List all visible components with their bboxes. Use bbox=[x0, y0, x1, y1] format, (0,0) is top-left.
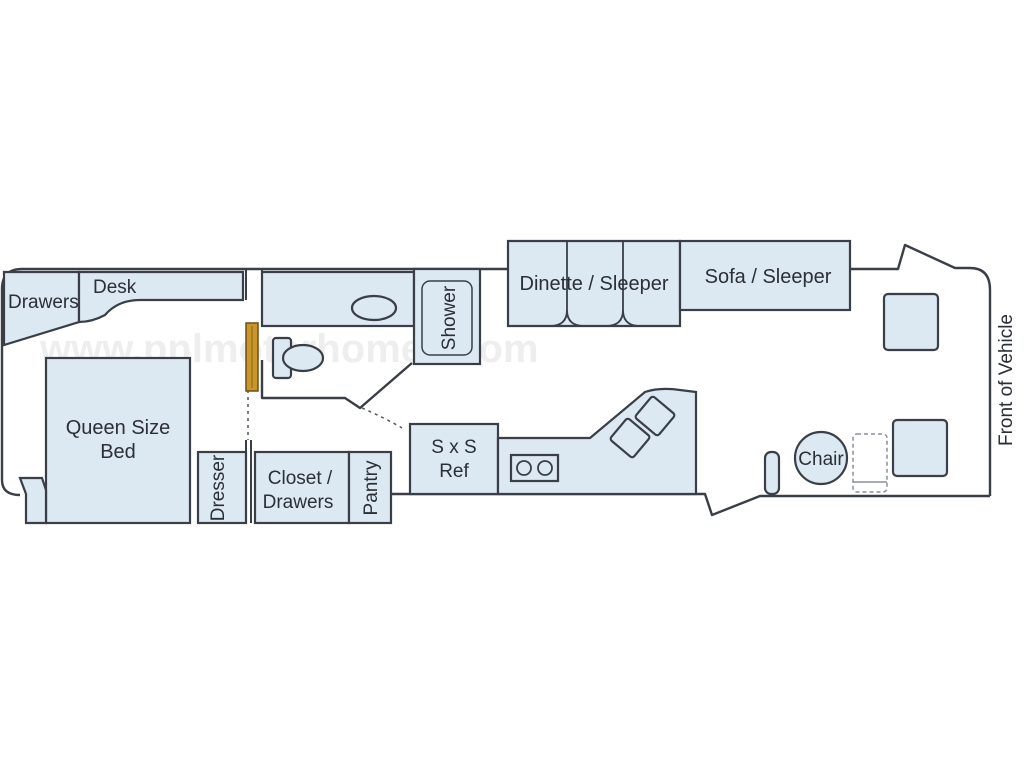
pantry bbox=[347, 450, 393, 525]
chair bbox=[793, 430, 849, 486]
burner bbox=[516, 460, 532, 476]
outer-wall-bottom bbox=[392, 492, 990, 517]
closet-label-1: Closet / bbox=[268, 468, 333, 489]
cooktop bbox=[509, 453, 560, 483]
dresser bbox=[196, 450, 248, 525]
galley-sink bbox=[609, 417, 651, 459]
bath-wall bbox=[260, 360, 413, 410]
pantry-label: Pantry bbox=[361, 460, 382, 515]
pedal-area bbox=[852, 433, 888, 493]
vanity-counter bbox=[260, 270, 416, 328]
chair-label: Chair bbox=[798, 449, 844, 470]
desk-counter bbox=[77, 270, 245, 324]
ref-label-1: S x S bbox=[431, 437, 476, 458]
console bbox=[763, 450, 781, 496]
outer-wall-top bbox=[0, 267, 508, 497]
shower-pan bbox=[421, 280, 473, 356]
desk-label: Desk bbox=[93, 277, 137, 298]
refrigerator bbox=[408, 422, 500, 496]
dinette-seam bbox=[549, 241, 641, 327]
door-swing bbox=[361, 407, 403, 429]
sofa-label: Sofa / Sleeper bbox=[705, 266, 832, 288]
driver-seat bbox=[891, 418, 949, 478]
shower-stall bbox=[412, 267, 482, 366]
toilet-bowl bbox=[281, 343, 325, 373]
sofa-sleeper bbox=[678, 239, 852, 312]
front-of-vehicle-label: Front of Vehicle bbox=[996, 314, 1017, 446]
burner bbox=[537, 460, 553, 476]
passenger-seat bbox=[882, 292, 940, 352]
shower-label: Shower bbox=[439, 285, 460, 350]
step-box bbox=[18, 476, 48, 525]
dresser-label: Dresser bbox=[208, 454, 229, 521]
queen-bed-label-1: Queen Size bbox=[66, 417, 171, 439]
galley-sink bbox=[634, 395, 676, 437]
queen-bed-label-2: Bed bbox=[100, 441, 136, 463]
sink bbox=[350, 294, 398, 322]
drawers-label: Drawers bbox=[8, 292, 79, 313]
closet-label-2: Drawers bbox=[263, 492, 334, 513]
queen-bed bbox=[44, 356, 192, 525]
dinette-label: Dinette / Sleeper bbox=[520, 273, 669, 295]
ref-label-2: Ref bbox=[439, 461, 469, 482]
outer-wall-front bbox=[848, 243, 992, 496]
